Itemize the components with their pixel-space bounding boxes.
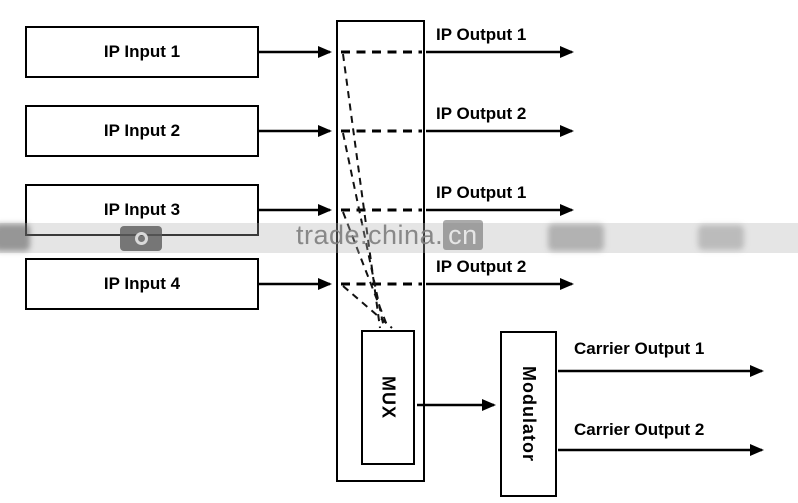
watermark-smudge-right [698,225,744,250]
camera-lens-icon [134,232,148,245]
camera-icon [120,226,162,251]
mux-feed-2-line [342,132,385,329]
ip-input-3-label: IP Input 3 [103,200,181,219]
ip-input-4-box: IP Input 4 [25,258,259,310]
watermark-smudge-mid [548,224,604,251]
mux-label: MUX [378,376,399,419]
ip-input-1-label: IP Input 1 [103,42,181,61]
mux-feed-4-line [342,285,393,329]
ip-output-2-label: IP Output 2 [436,104,527,123]
ip-input-2-box: IP Input 2 [25,105,259,157]
watermark-text-main: trade.china. [296,220,444,250]
carrier-output-2-label: Carrier Output 2 [574,420,705,439]
watermark-smudge-left [0,224,30,251]
mux-box: MUX [361,330,415,465]
ip-output-3-label: IP Output 1 [436,183,527,202]
ip-input-4-label: IP Input 4 [103,274,181,293]
ip-input-1-box: IP Input 1 [25,26,259,78]
switch-matrix-box [336,20,425,482]
watermark-text-cn: cn [443,220,483,250]
ip-output-1-label: IP Output 1 [436,25,527,44]
modulator-label: Modulator [519,366,539,462]
ip-output-4-label: IP Output 2 [436,257,527,276]
mux-feed-3-line [342,211,389,329]
watermark-text: trade.china.cn [296,220,483,251]
carrier-output-1-label: Carrier Output 1 [574,339,705,358]
ip-input-3-box: IP Input 3 [25,184,259,236]
ip-input-2-label: IP Input 2 [103,121,181,140]
modulator-box: Modulator [500,331,557,497]
